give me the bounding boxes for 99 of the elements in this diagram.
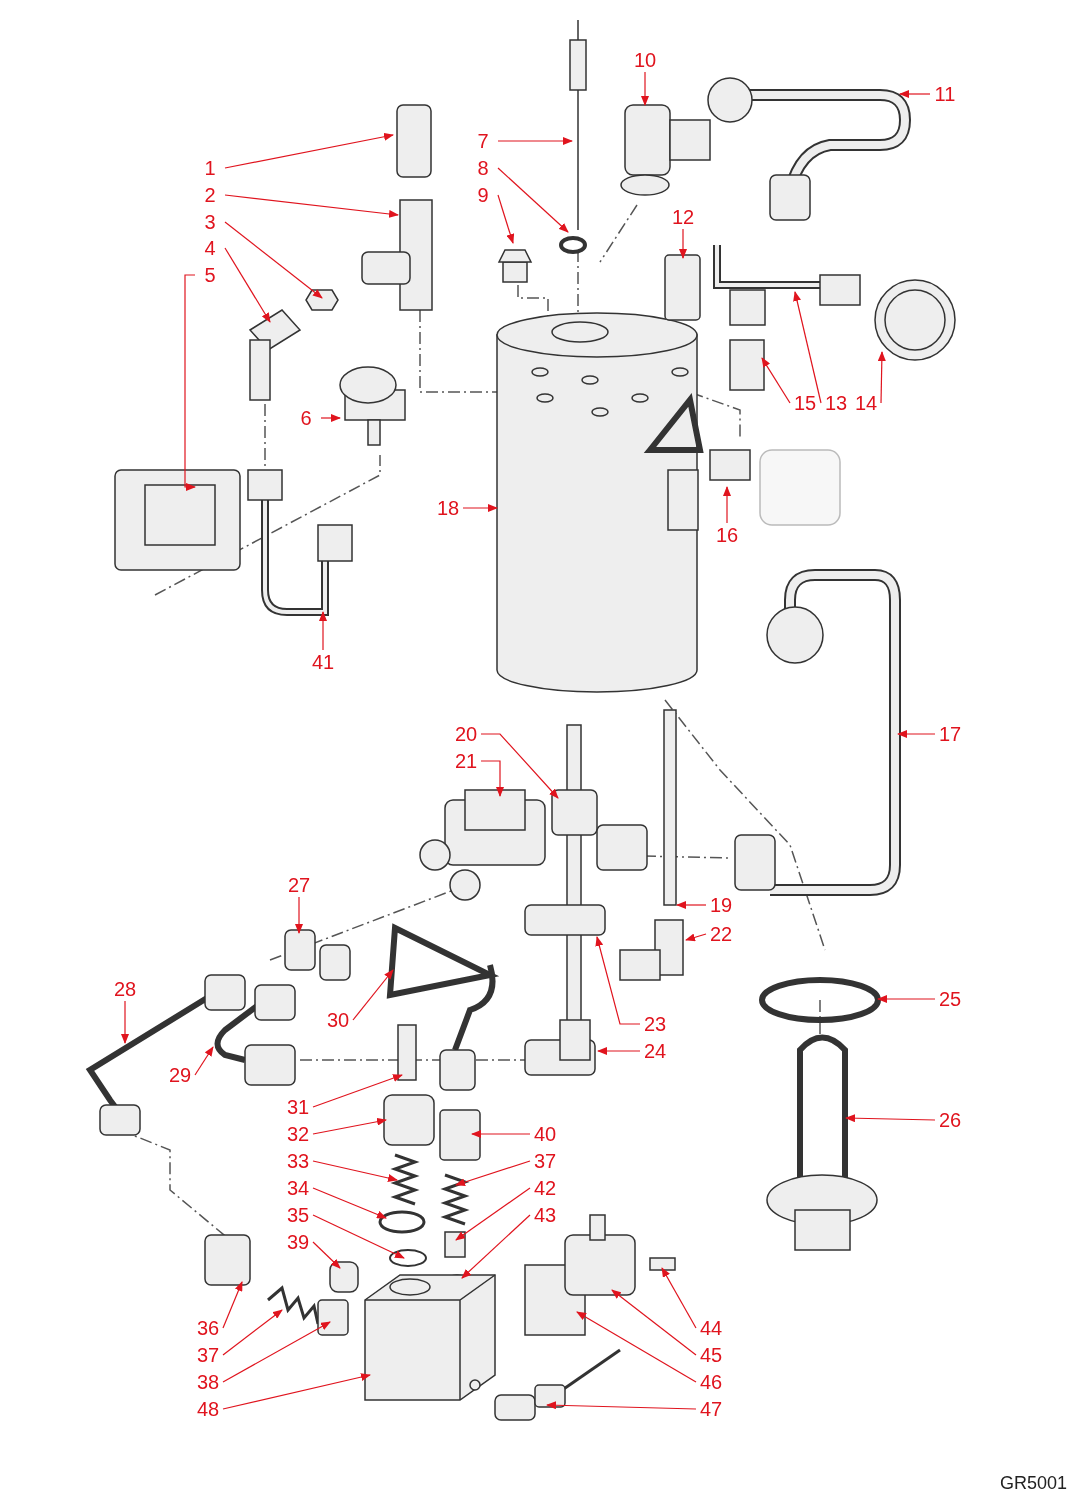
callout-number: 46 (696, 1370, 726, 1394)
leader-line (845, 1114, 936, 1123)
callout-number: 39 (283, 1230, 313, 1254)
callout-number: 26 (935, 1108, 965, 1132)
leader-line (121, 1000, 129, 1044)
leader-line (224, 132, 394, 169)
leader-line (312, 1074, 403, 1108)
leader-line (312, 1160, 398, 1182)
callout-number: 35 (283, 1203, 313, 1227)
callout-number: 1 (195, 156, 225, 180)
leader-line (461, 1214, 531, 1279)
callout-number: 7 (468, 129, 498, 153)
callout-number: 9 (468, 183, 498, 207)
callout-number: 47 (696, 1397, 726, 1421)
callout-number: 18 (433, 496, 463, 520)
leader-line (480, 760, 504, 797)
leader-line (224, 247, 271, 323)
leader-line (222, 1373, 371, 1410)
leader-line (455, 1160, 531, 1187)
leader-line (899, 90, 931, 98)
leader-line (224, 221, 323, 299)
callout-number: 32 (283, 1122, 313, 1146)
callout-number: 29 (165, 1063, 195, 1087)
callout-number: 40 (530, 1122, 560, 1146)
callout-number: 2 (195, 183, 225, 207)
callout-number: 15 (790, 391, 820, 415)
callout-number: 27 (284, 873, 314, 897)
leader-line (184, 274, 196, 491)
leader-line (480, 733, 559, 799)
callout-number: 4 (195, 236, 225, 260)
leader-line (497, 167, 569, 233)
callout-number: 43 (530, 1203, 560, 1227)
callout-number: 42 (530, 1176, 560, 1200)
leader-line (224, 194, 399, 218)
callout-number: 3 (195, 210, 225, 234)
leader-line (723, 486, 731, 524)
leader-line (312, 1241, 341, 1269)
leader-line (793, 291, 822, 404)
leader-line (595, 936, 641, 1025)
leader-line (497, 137, 573, 145)
callout-number: 11 (930, 82, 960, 106)
callout-number: 37 (193, 1343, 223, 1367)
leader-line (320, 414, 341, 422)
callout-number: 41 (308, 650, 338, 674)
leader-line (352, 969, 394, 1021)
leader-line (471, 1130, 531, 1138)
callout-number: 14 (851, 391, 881, 415)
leader-line (877, 995, 936, 1003)
leader-line (597, 1047, 641, 1055)
leader-line (546, 1401, 697, 1410)
callout-number: 23 (640, 1012, 670, 1036)
leader-line (661, 1267, 697, 1329)
callout-number: 30 (323, 1008, 353, 1032)
callout-number: 19 (706, 893, 736, 917)
leader-line (877, 351, 886, 404)
leader-line (295, 896, 303, 934)
callout-number: 45 (696, 1343, 726, 1367)
callout-number: 16 (712, 523, 742, 547)
leader-line (679, 228, 687, 259)
leader-line (576, 1311, 697, 1383)
leader-line (897, 730, 936, 738)
callout-number: 20 (451, 722, 481, 746)
leader-line (761, 357, 791, 404)
leader-line (312, 1117, 387, 1135)
leader-line (676, 901, 707, 909)
leader-line (685, 933, 707, 942)
leader-line (455, 1187, 531, 1241)
callout-number: 12 (668, 205, 698, 229)
callout-number: 24 (640, 1039, 670, 1063)
leader-line (222, 1321, 331, 1383)
leader-line (222, 1309, 283, 1356)
leader-line (462, 504, 498, 512)
callout-number: 8 (468, 156, 498, 180)
callout-number: 34 (283, 1176, 313, 1200)
callout-number: 22 (706, 922, 736, 946)
leader-line (194, 1046, 214, 1076)
callout-number: 6 (291, 406, 321, 430)
callout-number: 33 (283, 1149, 313, 1173)
leader-line (641, 71, 649, 106)
callout-number: 21 (451, 749, 481, 773)
callout-number: 38 (193, 1370, 223, 1394)
callout-number: 25 (935, 987, 965, 1011)
leader-line (312, 1214, 405, 1259)
callout-number: 48 (193, 1397, 223, 1421)
callout-number: 37 (530, 1149, 560, 1173)
drawing-number: GR5001 (999, 1473, 1067, 1494)
leader-line (611, 1289, 697, 1356)
callout-number: 36 (193, 1316, 223, 1340)
leader-line (319, 611, 327, 651)
callout-number: 44 (696, 1316, 726, 1340)
leader-line (312, 1187, 387, 1219)
callout-number: 17 (935, 722, 965, 746)
leader-line (497, 194, 515, 244)
leader-line (222, 1281, 243, 1329)
callout-number: 31 (283, 1095, 313, 1119)
callout-number: 13 (821, 391, 851, 415)
callout-number: 28 (110, 977, 140, 1001)
callout-number: 5 (195, 263, 225, 287)
callout-number: 10 (630, 48, 660, 72)
